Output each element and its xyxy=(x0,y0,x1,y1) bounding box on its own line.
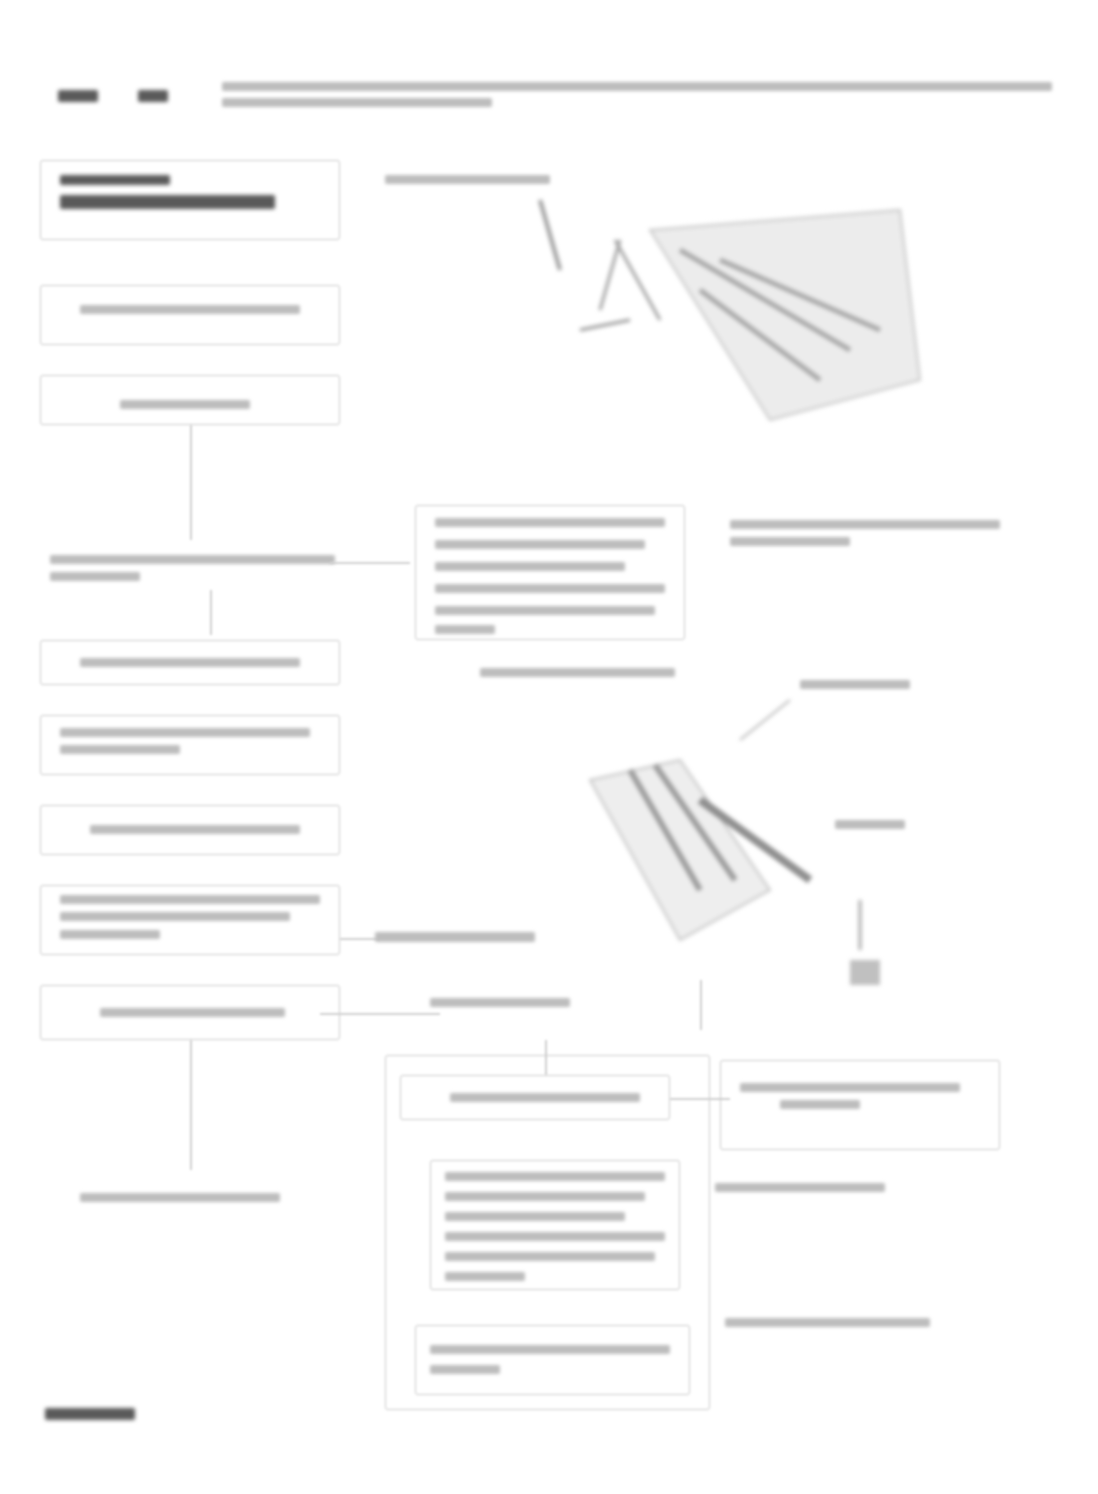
header-step xyxy=(138,90,168,102)
flow-box-2-text xyxy=(80,305,300,314)
lower-box-2 xyxy=(430,1160,680,1290)
middle-box-text2 xyxy=(435,540,645,549)
illustration-2-label-b xyxy=(835,820,905,829)
flow-box-title xyxy=(40,160,340,240)
side-label-1 xyxy=(375,932,535,942)
lower-right-box-text xyxy=(740,1083,960,1092)
connector-h1 xyxy=(330,562,410,564)
middle-branch-label xyxy=(480,668,675,677)
lower-right-box xyxy=(720,1060,1000,1150)
lower-box-3 xyxy=(415,1325,690,1395)
lower-box-3-text1 xyxy=(430,1345,670,1354)
flow-box-7-text xyxy=(90,825,300,834)
flow-box-8 xyxy=(40,885,340,955)
connector-v4 xyxy=(700,980,702,1030)
lower-box-1-text xyxy=(450,1093,640,1102)
lower-branch-text xyxy=(430,998,570,1007)
flow-result-text xyxy=(80,1193,280,1202)
header-title-line1 xyxy=(222,82,1052,91)
middle-right-note2 xyxy=(730,537,850,546)
flow-box-title-text xyxy=(60,175,170,185)
lower-box-2-text6 xyxy=(445,1272,525,1281)
illustration-2-label-a xyxy=(800,680,910,689)
flow-box-5-text xyxy=(80,658,300,667)
flow-box-6 xyxy=(40,715,340,775)
middle-box-text3 xyxy=(435,562,625,571)
flow-box-3 xyxy=(40,375,340,425)
flow-box-7 xyxy=(40,805,340,855)
component-illustration xyxy=(588,699,880,985)
lower-right-box-text2 xyxy=(780,1100,860,1109)
middle-box-text6 xyxy=(435,625,495,634)
connector-h2 xyxy=(340,938,380,940)
lower-side-label-2 xyxy=(725,1318,930,1327)
lower-box-2-text1 xyxy=(445,1172,665,1181)
flow-box-title-text2 xyxy=(60,195,275,209)
flow-box-3-text xyxy=(120,400,250,409)
flow-box-6-text xyxy=(60,728,310,737)
flow-box-5 xyxy=(40,640,340,685)
lower-side-label-1 xyxy=(715,1183,885,1192)
lower-box-2-text3 xyxy=(445,1212,625,1221)
lower-box-2-text5 xyxy=(445,1252,655,1261)
flow-step-4-text xyxy=(50,555,335,564)
middle-box xyxy=(415,505,685,640)
flow-box-2 xyxy=(40,285,340,345)
lower-box-1 xyxy=(400,1075,670,1120)
lower-box-3-text2 xyxy=(430,1365,500,1374)
connector-v5 xyxy=(545,1040,547,1075)
lower-group-frame xyxy=(385,1055,710,1410)
flow-box-8-text3 xyxy=(60,930,160,939)
flow-box-6-text2 xyxy=(60,745,180,754)
connector-illustration xyxy=(538,199,922,422)
lower-box-2-text2 xyxy=(445,1192,645,1201)
lower-box-2-text4 xyxy=(445,1232,665,1241)
flow-box-8-text2 xyxy=(60,912,290,921)
connector-v1 xyxy=(190,425,192,540)
footer-page-ref xyxy=(45,1408,135,1420)
connector-h4 xyxy=(670,1098,730,1100)
middle-right-note xyxy=(730,520,1000,529)
flow-step-4-text2 xyxy=(50,572,140,581)
flow-box-8-text xyxy=(60,895,320,904)
flow-box-9 xyxy=(40,985,340,1040)
connector-v3 xyxy=(190,1040,192,1170)
header-code xyxy=(58,90,98,102)
connector-h3 xyxy=(320,1013,440,1015)
middle-box-text1 xyxy=(435,518,665,527)
middle-box-text5 xyxy=(435,606,655,615)
header-title-line2 xyxy=(222,98,492,107)
flow-box-9-text xyxy=(100,1008,285,1017)
middle-box-text4 xyxy=(435,584,665,593)
connector-v2 xyxy=(210,590,212,635)
illustration-1-label xyxy=(385,175,550,184)
